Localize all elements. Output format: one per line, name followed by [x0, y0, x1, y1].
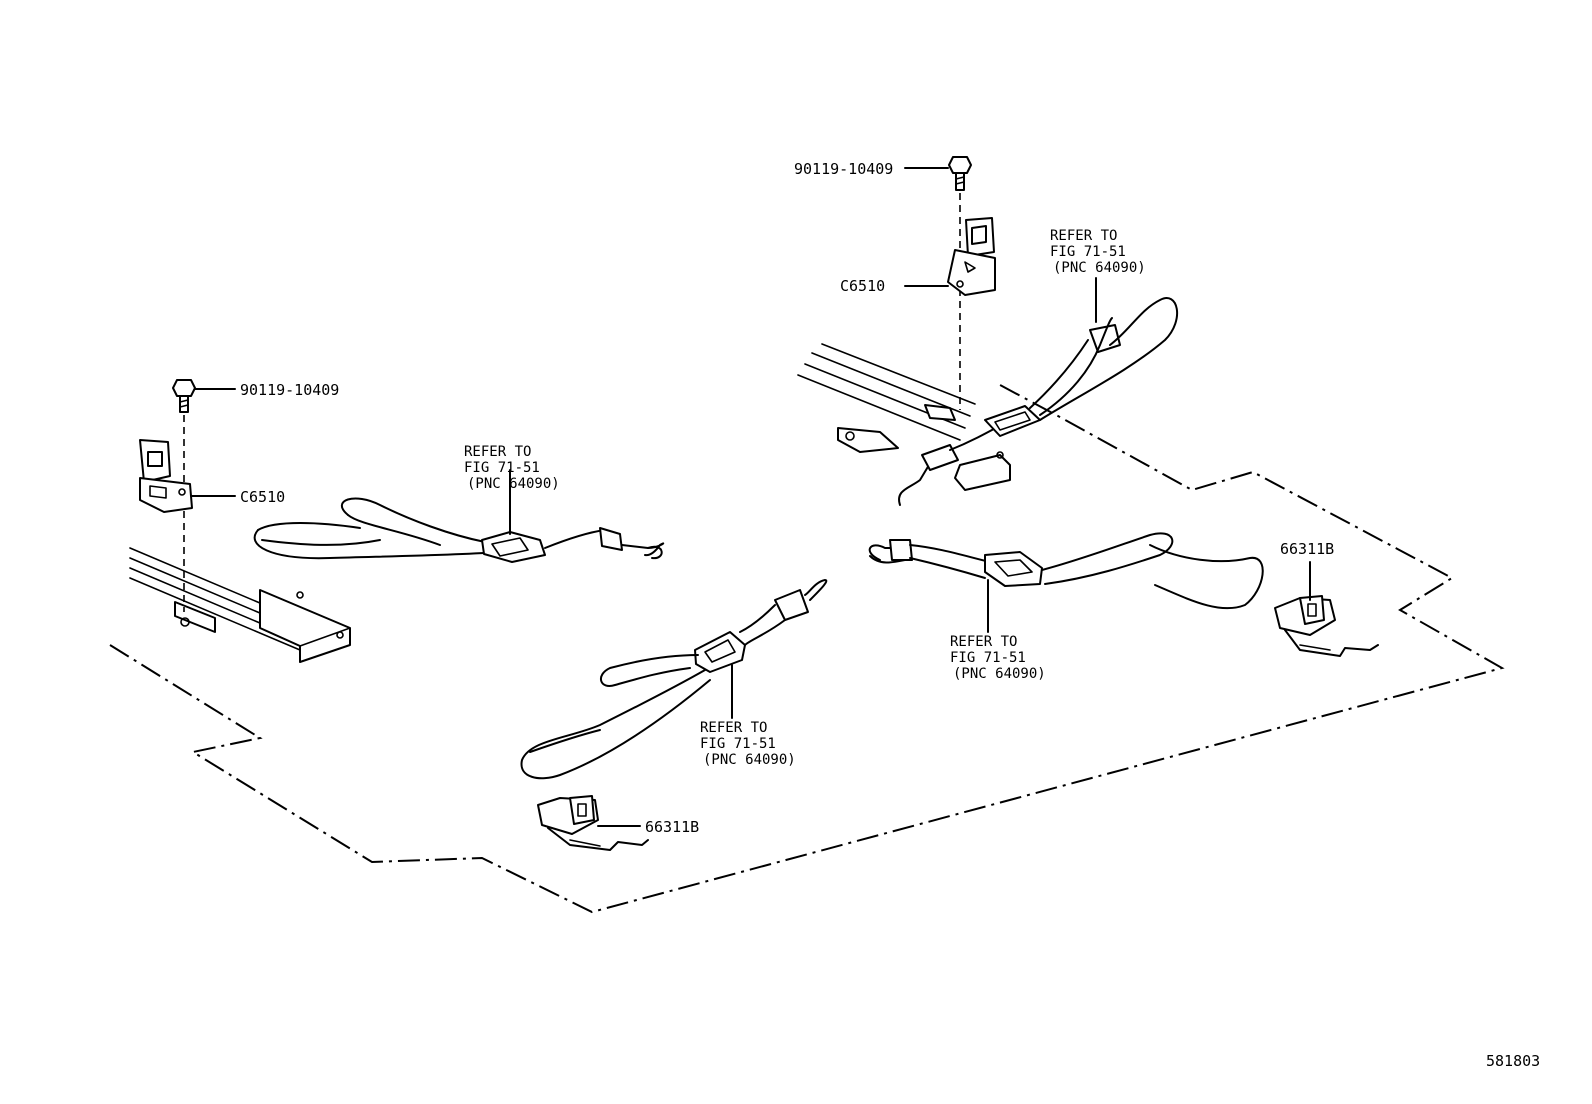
strap-top-icon: [898, 297, 1179, 506]
refer-note-top-right: REFER TO FIG 71-51 (PNC 64090): [1050, 228, 1146, 276]
svg-text:REFER TO: REFER TO: [1050, 228, 1117, 244]
refer-note-center-right: REFER TO FIG 71-51 (PNC 64090): [950, 634, 1046, 682]
hook-center-icon: [537, 795, 649, 851]
svg-text:(PNC 64090): (PNC 64090): [703, 752, 796, 768]
label-bracket-top: C6510: [840, 277, 885, 295]
svg-text:REFER TO: REFER TO: [950, 634, 1017, 650]
hook-right-icon: [1274, 595, 1379, 657]
diagram-id: 581803: [1486, 1052, 1540, 1070]
strap-left-icon: [253, 497, 665, 563]
bracket-top-icon: [947, 217, 996, 296]
label-hook-center: 66311B: [645, 818, 699, 836]
svg-text:FIG 71-51: FIG 71-51: [464, 460, 540, 476]
bolt-left-icon: [172, 379, 196, 413]
label-bracket-left: C6510: [240, 488, 285, 506]
svg-text:(PNC 64090): (PNC 64090): [467, 476, 560, 492]
left-rail: [129, 547, 351, 663]
svg-text:REFER TO: REFER TO: [464, 444, 531, 460]
svg-text:(PNC 64090): (PNC 64090): [953, 666, 1046, 682]
refer-note-center: REFER TO FIG 71-51 (PNC 64090): [700, 720, 796, 768]
strap-center-right-icon: [868, 532, 1264, 610]
svg-text:(PNC 64090): (PNC 64090): [1053, 260, 1146, 276]
label-hook-right: 66311B: [1280, 540, 1334, 558]
strap-center-icon: [520, 579, 828, 780]
floor-outline: [109, 384, 1505, 914]
label-bolt-left: 90119-10409: [240, 381, 339, 399]
bracket-left-icon: [139, 439, 193, 513]
svg-text:FIG 71-51: FIG 71-51: [950, 650, 1026, 666]
svg-text:REFER TO: REFER TO: [700, 720, 767, 736]
svg-text:FIG 71-51: FIG 71-51: [700, 736, 776, 752]
top-rail: [797, 343, 1011, 491]
bolt-top-icon: [948, 156, 972, 191]
refer-note-left-strap: REFER TO FIG 71-51 (PNC 64090): [464, 444, 560, 492]
svg-text:FIG 71-51: FIG 71-51: [1050, 244, 1126, 260]
label-bolt-top: 90119-10409: [794, 160, 893, 178]
